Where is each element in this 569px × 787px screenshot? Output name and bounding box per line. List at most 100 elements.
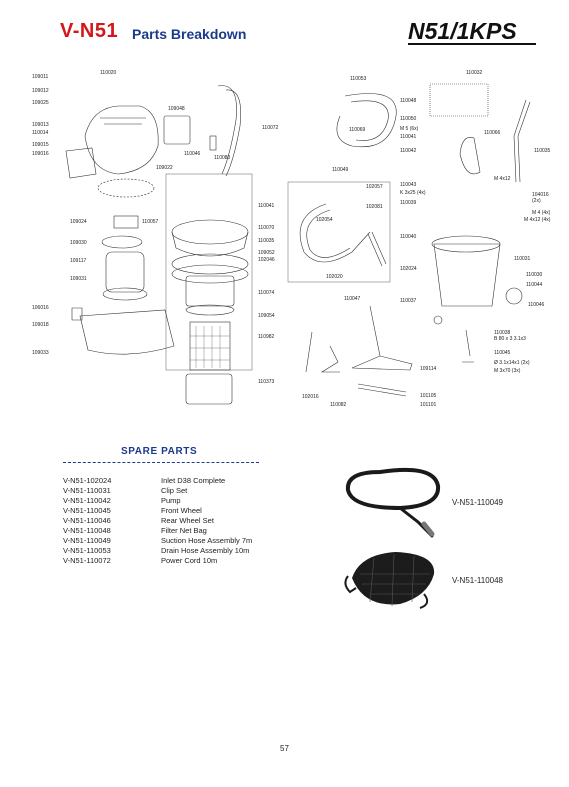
- front-wheel: [433, 315, 443, 325]
- motor-unit: [105, 251, 145, 293]
- label-109052: 109052: [258, 250, 275, 256]
- label-110049: 110049: [332, 167, 349, 173]
- list-item: V-N51-110049 Suction Hose Assembly 7m: [63, 536, 252, 546]
- part-code: V-N51-110031: [63, 486, 111, 495]
- small-clip: [71, 307, 83, 321]
- label-110982: 110982: [258, 334, 275, 340]
- label-110069: 110069: [349, 127, 366, 133]
- squeegee-strip: [357, 383, 407, 397]
- top-cover-ring: [97, 178, 155, 198]
- part-code: V-N51-110049: [63, 536, 111, 545]
- label-110043: 110043: [400, 182, 417, 188]
- spare-parts-heading: SPARE PARTS: [121, 446, 198, 457]
- label-106016: 106016: [32, 305, 49, 311]
- label-110082: 110082: [330, 402, 347, 408]
- suction-hose-2: [306, 209, 351, 258]
- label-110032: 110032: [466, 70, 483, 76]
- label-101101: 101101: [420, 402, 437, 408]
- filter-net-bag: [429, 83, 489, 117]
- side-cover: [65, 147, 97, 179]
- part-code: V-N51-110046: [63, 516, 111, 525]
- label-110046r: 110046: [528, 302, 545, 308]
- label-110035: 110035: [258, 238, 275, 244]
- label-110070: 110070: [258, 225, 275, 231]
- label-109054: 109054: [258, 313, 275, 319]
- label-109030: 109030: [70, 240, 87, 246]
- suction-pipe: [513, 99, 527, 183]
- label-110035r: 110035: [534, 148, 551, 154]
- drain-hose-coil-2: [350, 100, 389, 141]
- list-item: V-N51-110031 Clip Set: [63, 486, 252, 496]
- part-code: V-N51-110048: [63, 526, 111, 535]
- spare-parts-divider: [63, 462, 259, 463]
- washer-part: [101, 235, 143, 249]
- label-110044: 110044: [526, 282, 543, 288]
- hose-wand: [367, 231, 387, 267]
- power-cord-coil-2: [225, 89, 241, 177]
- page-title: Parts Breakdown: [132, 26, 247, 42]
- pump-unit: [459, 137, 481, 175]
- bag-part-code: V-N51-110048: [452, 576, 503, 585]
- label-101105: 101105: [420, 393, 437, 399]
- filter-cap: [185, 304, 235, 316]
- drain-valve: [462, 329, 474, 363]
- label-110039: 110039: [400, 200, 417, 206]
- label-102081: 102081: [366, 204, 383, 210]
- label-109024: 109024: [70, 219, 87, 225]
- gasket: [171, 264, 249, 284]
- label-110041: 110041: [258, 203, 275, 209]
- label-110038: 110038: [494, 330, 511, 336]
- label-109012: 109012: [32, 88, 49, 94]
- label-102057: 102057: [366, 184, 383, 190]
- rear-wheel: [505, 287, 523, 305]
- seal-ring: [171, 253, 249, 275]
- label-109015: 109015: [32, 142, 49, 148]
- suction-hose-photo: [345, 467, 441, 538]
- model-code: V-N51: [60, 20, 119, 42]
- exploded-parts-diagram: 109011 110020 109012 109025 109048 10901…: [32, 70, 551, 408]
- label-110040: 110040: [400, 234, 417, 240]
- label-109117: 109117: [70, 258, 87, 264]
- label-110053: 110053: [350, 76, 367, 82]
- label-110046b: 110046: [184, 151, 201, 157]
- label-110066: 110066: [484, 130, 501, 136]
- part-description: Filter Net Bag: [161, 526, 207, 535]
- label-109048: 109048: [168, 106, 185, 112]
- floor-tool: [351, 305, 413, 371]
- dust-brush: [320, 345, 340, 373]
- label-s5: M 4 (4x): [532, 210, 551, 216]
- label-110014: 110014: [32, 130, 49, 136]
- part-description: Power Cord 10m: [161, 556, 218, 565]
- handle-part: [100, 117, 146, 125]
- label-110057: 110057: [142, 219, 159, 225]
- series-underline: [408, 43, 536, 45]
- label-110041r: 110041: [400, 134, 417, 140]
- page-number: 57: [280, 744, 289, 753]
- series-logo: N51/1KPS: [408, 18, 517, 44]
- label-s6: M 4x12 (4x): [524, 217, 551, 223]
- part-code: V-N51-110045: [63, 506, 111, 515]
- label-110080: 110080: [214, 155, 231, 161]
- tank-lid: [431, 235, 501, 253]
- label-110048: 110048: [400, 98, 417, 104]
- part-description: Clip Set: [161, 486, 188, 495]
- label-102016: 102016: [302, 394, 319, 400]
- label-s1: M 5 (6x): [400, 126, 419, 132]
- suction-pipe-2: [517, 101, 531, 183]
- filter-basket: [189, 321, 231, 371]
- part-description: Pump: [161, 496, 181, 505]
- part-description: Suction Hose Assembly 7m: [161, 536, 253, 545]
- filter-net-bag-photo: [344, 552, 435, 609]
- suction-hose: [299, 203, 371, 263]
- base-housing: [79, 309, 175, 355]
- label-s7: B 80 x 3 3.1x3: [494, 336, 526, 342]
- label-110072: 110072: [262, 125, 279, 131]
- basket-mesh: [190, 326, 230, 368]
- tank-body: [433, 243, 501, 307]
